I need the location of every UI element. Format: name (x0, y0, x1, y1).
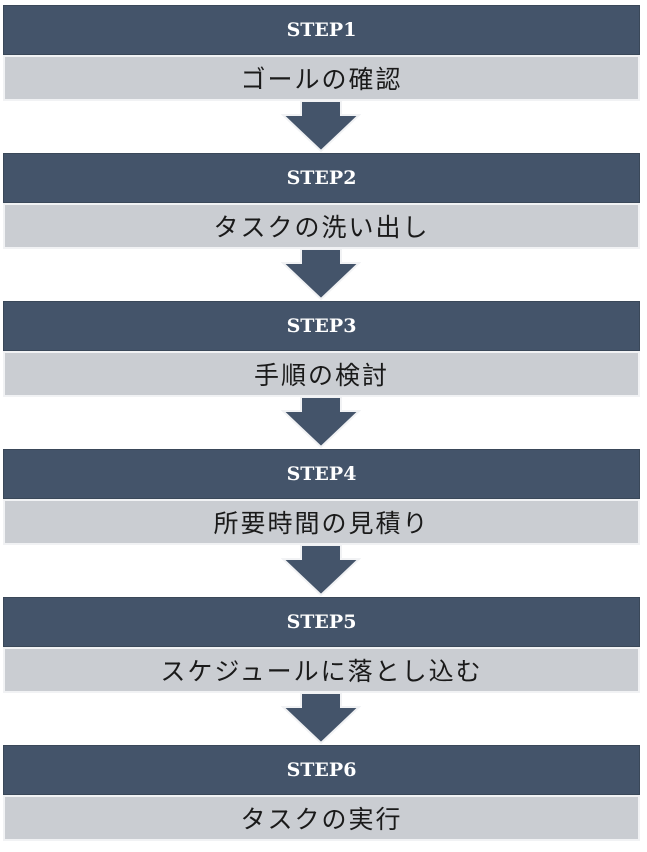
step-4-label: STEP4 (3, 449, 640, 499)
step-6: STEP6 タスクの実行 (3, 745, 640, 841)
step-3-title: 手順の検討 (3, 351, 640, 397)
step-5-label: STEP5 (3, 597, 640, 647)
down-arrow-icon (281, 693, 361, 745)
step-3-label: STEP3 (3, 301, 640, 351)
down-arrow-icon (281, 545, 361, 597)
step-1-title: ゴールの確認 (3, 55, 640, 101)
step-2-title: タスクの洗い出し (3, 203, 640, 249)
step-6-title: タスクの実行 (3, 795, 640, 841)
step-3: STEP3 手順の検討 (3, 301, 640, 397)
step-6-label: STEP6 (3, 745, 640, 795)
step-2: STEP2 タスクの洗い出し (3, 153, 640, 249)
down-arrow-icon (281, 249, 361, 301)
step-4: STEP4 所要時間の見積り (3, 449, 640, 545)
step-1: STEP1 ゴールの確認 (3, 5, 640, 101)
step-5: STEP5 スケジュールに落とし込む (3, 597, 640, 693)
step-2-label: STEP2 (3, 153, 640, 203)
step-4-title: 所要時間の見積り (3, 499, 640, 545)
down-arrow-icon (281, 101, 361, 153)
step-5-title: スケジュールに落とし込む (3, 647, 640, 693)
down-arrow-icon (281, 397, 361, 449)
step-1-label: STEP1 (3, 5, 640, 55)
